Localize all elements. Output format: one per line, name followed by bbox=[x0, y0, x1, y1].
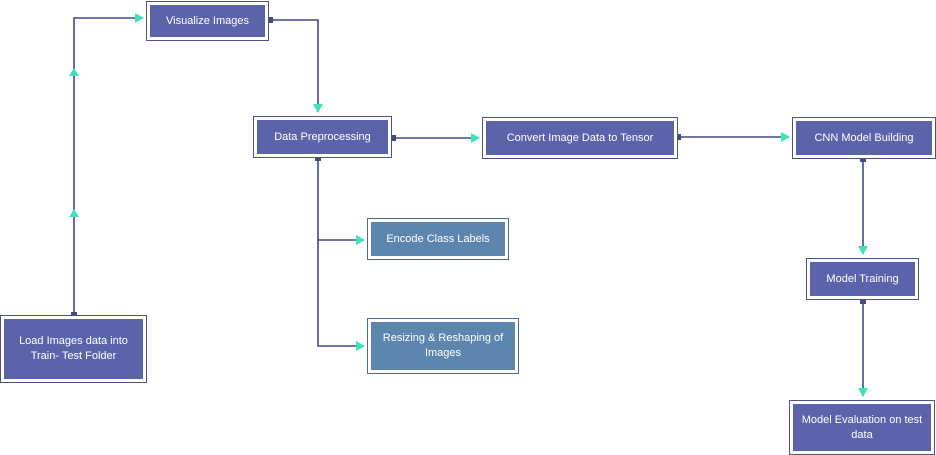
node-label: Encode Class Labels bbox=[386, 232, 490, 245]
node-convert-tensor[interactable]: Convert Image Data to Tensor bbox=[482, 117, 678, 159]
port-icon bbox=[71, 312, 77, 318]
port-icon bbox=[267, 17, 273, 23]
node-resize-reshape[interactable]: Resizing & Reshaping of Images bbox=[367, 318, 519, 374]
node-label: Model Training bbox=[826, 272, 899, 285]
midpoint-arrow-icon bbox=[69, 68, 79, 76]
node-label: Resizing & Reshaping of Images bbox=[382, 332, 504, 359]
node-load-images[interactable]: Load Images data into Train- Test Folder bbox=[0, 315, 147, 383]
node-label: Visualize Images bbox=[166, 14, 249, 27]
node-model-evaluation[interactable]: Model Evaluation on test data bbox=[789, 400, 935, 455]
node-visualize-images[interactable]: Visualize Images bbox=[146, 1, 269, 41]
port-icon bbox=[860, 298, 866, 304]
node-data-preprocessing[interactable]: Data Preprocessing bbox=[253, 116, 392, 158]
node-cnn-model-building[interactable]: CNN Model Building bbox=[792, 117, 936, 159]
edge-visualize-to-preprocessing bbox=[270, 19, 323, 113]
node-label: Model Evaluation on test data bbox=[801, 413, 923, 441]
node-label: Data Preprocessing bbox=[274, 130, 371, 143]
port-icon bbox=[315, 155, 321, 161]
node-encode-class-labels[interactable]: Encode Class Labels bbox=[367, 218, 509, 260]
edge-load-to-visualize bbox=[73, 13, 144, 315]
node-label: Load Images data into Train- Test Folder bbox=[19, 335, 128, 362]
node-label: Convert Image Data to Tensor bbox=[506, 131, 654, 144]
node-model-training[interactable]: Model Training bbox=[806, 258, 919, 300]
port-icon bbox=[860, 156, 866, 162]
edge-preprocessing-to-resize bbox=[317, 240, 365, 351]
node-label: CNN Model Building bbox=[814, 131, 914, 144]
port-icon bbox=[675, 134, 681, 140]
edge-preprocessing-to-encode bbox=[317, 158, 365, 245]
port-icon bbox=[390, 135, 396, 141]
midpoint-arrow-icon bbox=[69, 209, 79, 217]
